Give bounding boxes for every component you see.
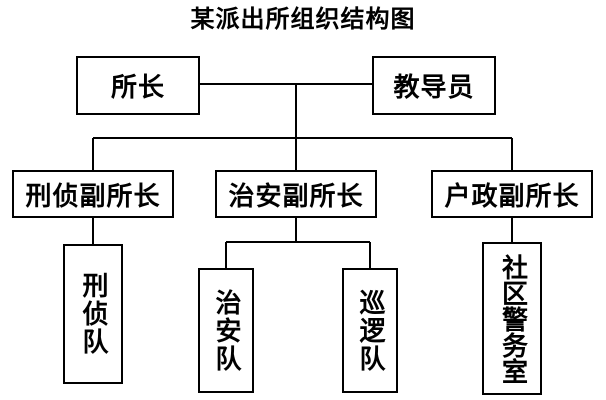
node-director: 所长: [76, 56, 200, 115]
node-security-team-label: 治安队: [211, 288, 241, 373]
node-deputy-household-label: 户政副所长: [444, 181, 580, 212]
node-community-room-label: 社区警务室: [497, 253, 528, 384]
chart-title: 某派出所组织结构图: [190, 4, 416, 33]
node-patrol-team: 巡逻队: [342, 268, 398, 393]
node-deputy-criminal: 刑侦副所长: [12, 170, 174, 218]
node-instructor: 教导员: [372, 56, 496, 115]
node-patrol-team-label: 巡逻队: [355, 288, 385, 373]
node-instructor-label: 教导员: [393, 73, 475, 103]
node-deputy-security: 治安副所长: [215, 170, 377, 218]
node-deputy-household: 户政副所长: [431, 170, 593, 218]
node-criminal-team: 刑侦队: [63, 244, 123, 384]
node-director-label: 所长: [110, 73, 165, 103]
node-deputy-security-label: 治安副所长: [228, 181, 364, 212]
node-criminal-team-label: 刑侦队: [78, 272, 108, 356]
node-security-team: 治安队: [198, 268, 254, 393]
node-community-room: 社区警务室: [482, 242, 542, 395]
node-deputy-criminal-label: 刑侦副所长: [25, 181, 161, 212]
